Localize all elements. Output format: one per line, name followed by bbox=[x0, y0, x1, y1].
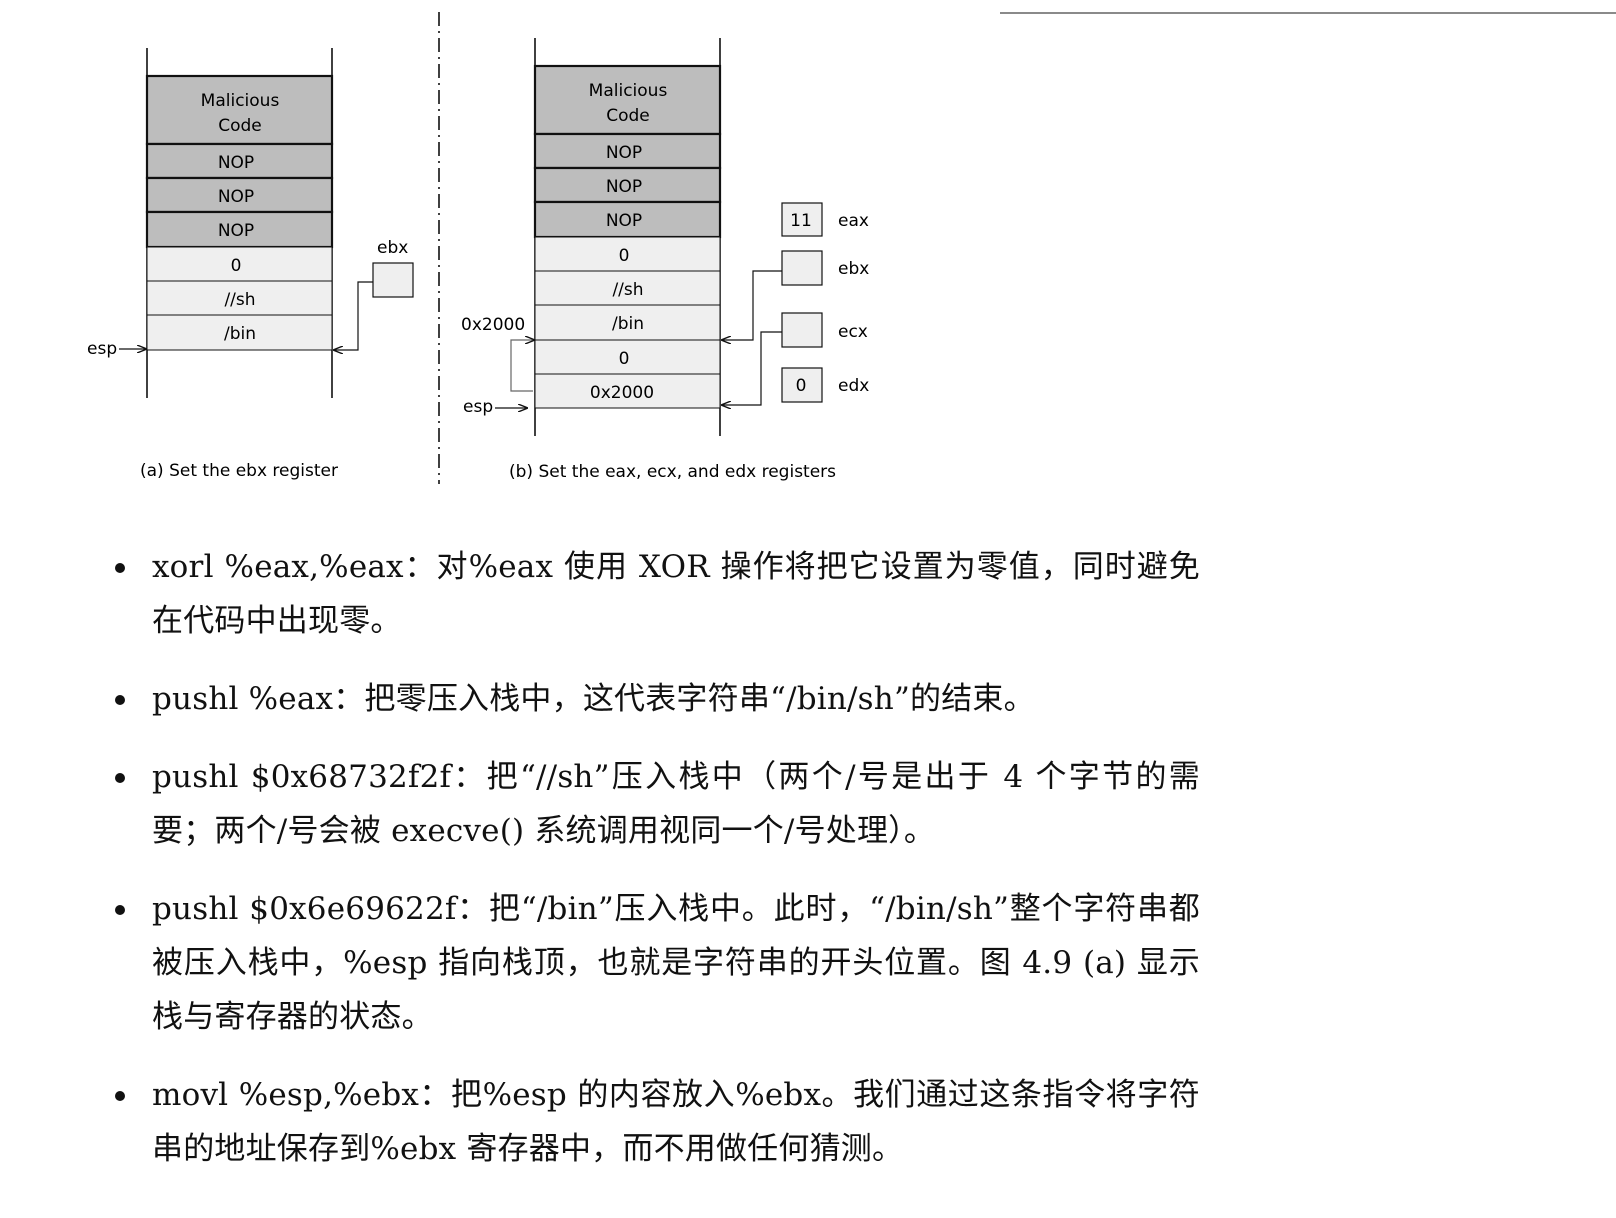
nop-cell bbox=[145, 142, 334, 180]
bullet-dot bbox=[115, 563, 125, 573]
sh-cell bbox=[534, 270, 721, 306]
nop-cell bbox=[145, 210, 334, 249]
register-label: edx bbox=[838, 376, 869, 396]
cell-label: Code bbox=[606, 106, 650, 126]
register-value: 0 bbox=[796, 376, 807, 396]
sh-cell bbox=[146, 280, 333, 316]
ecx-register-box bbox=[781, 312, 823, 348]
bin-cell bbox=[146, 314, 333, 351]
address-label: 0x2000 bbox=[461, 315, 525, 335]
cell-label: Code bbox=[218, 116, 262, 136]
cell-label: //sh bbox=[612, 280, 643, 300]
ebx-register-box bbox=[781, 250, 823, 286]
zero-cell bbox=[534, 236, 721, 272]
cell-label: 0x2000 bbox=[590, 383, 654, 403]
ebx-pointer-arrow bbox=[334, 281, 373, 350]
register-label: ebx bbox=[377, 238, 408, 258]
register-label: ebx bbox=[838, 259, 869, 279]
stack-figure: Malicious Code NOP NOP NOP 0 //sh /bin e… bbox=[0, 0, 1000, 520]
nop-cell bbox=[533, 166, 722, 204]
register-value: 11 bbox=[790, 211, 812, 231]
ebx-register-box bbox=[372, 262, 414, 298]
instruction-list: xorl %eax,%eax：对%eax 使用 XOR 操作将把它设置为零值，同… bbox=[110, 540, 1200, 1200]
bin-cell bbox=[534, 304, 721, 341]
list-item-text: pushl $0x68732f2f：把“//sh”压入栈中（两个/号是出于 4 … bbox=[152, 759, 1200, 849]
register-label: eax bbox=[838, 211, 869, 231]
cell-label: NOP bbox=[606, 177, 642, 197]
list-item: xorl %eax,%eax：对%eax 使用 XOR 操作将把它设置为零值，同… bbox=[110, 540, 1200, 648]
cell-label: NOP bbox=[606, 211, 642, 231]
list-item: pushl $0x68732f2f：把“//sh”压入栈中（两个/号是出于 4 … bbox=[110, 750, 1200, 858]
edx-register-box bbox=[781, 367, 823, 403]
list-item-text: pushl %eax：把零压入栈中，这代表字符串“/bin/sh”的结束。 bbox=[152, 681, 1035, 717]
cell-label: //sh bbox=[224, 290, 255, 310]
cell-label: NOP bbox=[218, 221, 254, 241]
bullet-dot bbox=[115, 695, 125, 705]
cell-label: NOP bbox=[218, 187, 254, 207]
eax-register-box bbox=[781, 202, 823, 237]
list-item: pushl $0x6e69622f：把“/bin”压入栈中。此时，“/bin/s… bbox=[110, 882, 1200, 1044]
cell-label: /bin bbox=[612, 314, 644, 334]
stack-diagram: Malicious Code NOP NOP NOP 0 //sh /bin e… bbox=[87, 12, 869, 484]
register-label: ecx bbox=[838, 322, 868, 342]
list-item: pushl %eax：把零压入栈中，这代表字符串“/bin/sh”的结束。 bbox=[110, 672, 1200, 726]
esp-label: esp bbox=[87, 339, 117, 359]
malicious-code-cell bbox=[533, 64, 722, 136]
bullet-dot bbox=[115, 905, 125, 915]
nop-cell bbox=[145, 176, 334, 214]
ecx-pointer-arrow bbox=[722, 331, 782, 405]
cell-label: NOP bbox=[218, 153, 254, 173]
list-item: movl %esp,%ebx：把%esp 的内容放入%ebx。我们通过这条指令将… bbox=[110, 1068, 1200, 1176]
cell-label: 0 bbox=[231, 256, 242, 276]
zero-cell bbox=[146, 246, 333, 282]
esp-label: esp bbox=[463, 397, 493, 417]
list-item-text: pushl $0x6e69622f：把“/bin”压入栈中。此时，“/bin/s… bbox=[152, 891, 1200, 1035]
zero-cell bbox=[534, 339, 721, 375]
cell-label: /bin bbox=[224, 324, 256, 344]
ebx-pointer-arrow bbox=[722, 270, 782, 340]
list-item-text: xorl %eax,%eax：对%eax 使用 XOR 操作将把它设置为零值，同… bbox=[152, 549, 1200, 639]
cell-label: Malicious bbox=[589, 81, 668, 101]
cell-label: 0 bbox=[619, 349, 630, 369]
caption-a: (a) Set the ebx register bbox=[140, 461, 338, 481]
top-rule bbox=[1000, 12, 1616, 14]
address-cell bbox=[534, 373, 721, 409]
cell-label: Malicious bbox=[201, 91, 280, 111]
cell-label: 0 bbox=[619, 246, 630, 266]
bullet-dot bbox=[115, 773, 125, 783]
panel-b: Malicious Code NOP NOP NOP 0 //sh /bin 0… bbox=[461, 38, 869, 482]
malicious-code-cell bbox=[145, 74, 334, 146]
cell-label: NOP bbox=[606, 143, 642, 163]
address-pointer-arrow bbox=[510, 340, 534, 392]
panel-a: Malicious Code NOP NOP NOP 0 //sh /bin e… bbox=[87, 48, 414, 481]
bullet-dot bbox=[115, 1091, 125, 1101]
list-item-text: movl %esp,%ebx：把%esp 的内容放入%ebx。我们通过这条指令将… bbox=[152, 1077, 1200, 1167]
caption-b: (b) Set the eax, ecx, and edx registers bbox=[509, 462, 836, 482]
